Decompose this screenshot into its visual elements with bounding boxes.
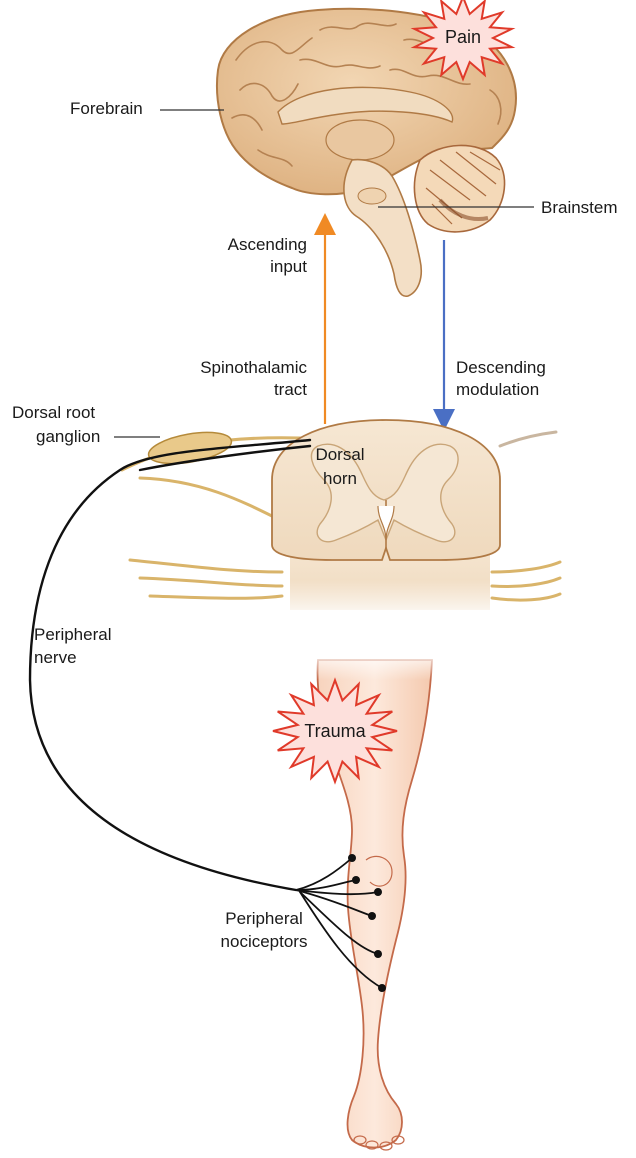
dorsal-horn-label-line2: horn — [323, 469, 357, 488]
peripheral-nerve-label-line2: nerve — [34, 648, 77, 667]
nerve-roots-right — [492, 432, 560, 600]
cerebellum — [414, 145, 504, 231]
nociceptor-dot — [374, 950, 382, 958]
peripheral-nerve-label-line1: Peripheral — [34, 625, 112, 644]
spinothalamic-label-line2: tract — [274, 380, 307, 399]
brainstem-shape — [344, 160, 421, 297]
descending-label-line1: Descending — [456, 358, 546, 377]
drg-label-line1: Dorsal root — [12, 403, 95, 422]
nociceptor-dot — [352, 876, 360, 884]
trauma-burst: Trauma — [273, 680, 397, 782]
nociceptors-label-line1: Peripheral — [225, 909, 303, 928]
descending-label-line2: modulation — [456, 380, 539, 399]
trauma-label: Trauma — [304, 721, 366, 741]
ascending-label-line2: input — [270, 257, 307, 276]
nociceptor-dot — [378, 984, 386, 992]
ascending-label-line1: Ascending — [228, 235, 307, 254]
nociceptor-dot — [374, 888, 382, 896]
forebrain-label: Forebrain — [70, 99, 143, 118]
nociceptors-label-line2: nociceptors — [221, 932, 308, 951]
pain-label: Pain — [445, 27, 481, 47]
brainstem-label: Brainstem — [541, 198, 618, 217]
nociceptor-dot — [348, 854, 356, 862]
spinothalamic-label-line1: Spinothalamic — [200, 358, 307, 377]
thalamus — [326, 120, 394, 160]
drg-label-line2: ganglion — [36, 427, 100, 446]
dorsal-horn-label-line1: Dorsal — [315, 445, 364, 464]
nociceptor-dot — [368, 912, 376, 920]
